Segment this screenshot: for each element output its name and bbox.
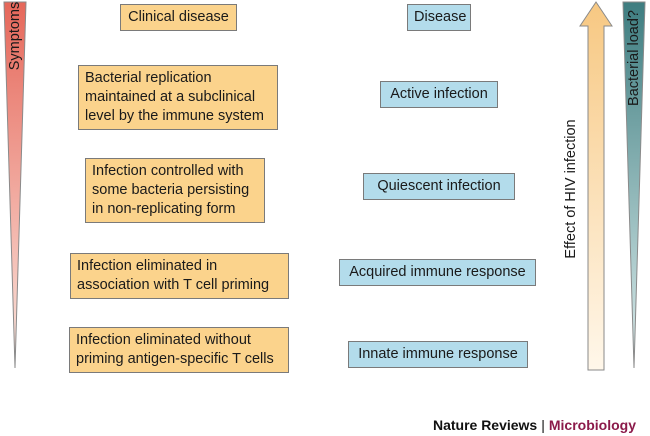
- journal-credit: Nature Reviews|Microbiology: [433, 417, 636, 433]
- clinical-disease-header: Clinical disease: [120, 4, 237, 31]
- right-box-quiescent-infection: Quiescent infection: [363, 173, 515, 200]
- right-box-acquired-immune-response: Acquired immune response: [339, 259, 536, 286]
- right-box-active-infection: Active infection: [380, 81, 498, 108]
- left-box-no-priming: Infection eliminated without priming ant…: [69, 327, 289, 373]
- journal-name: Nature Reviews: [432, 417, 538, 433]
- journal-section: Microbiology: [548, 417, 636, 433]
- bacterial-load-label: Bacterial load?: [626, 10, 642, 106]
- symptoms-wedge: [3, 1, 27, 369]
- hiv-effect-arrow: [579, 1, 613, 371]
- disease-header: Disease: [407, 4, 471, 31]
- left-box-subclinical: Bacterial replication maintained at a su…: [78, 65, 278, 130]
- journal-separator: |: [541, 417, 545, 433]
- hiv-effect-label: Effect of HIV infection: [563, 119, 579, 259]
- left-box-t-cell-priming: Infection eliminated in association with…: [70, 253, 289, 299]
- right-box-innate-immune-response: Innate immune response: [348, 341, 528, 368]
- symptoms-label: Symptoms: [7, 1, 23, 71]
- bacterial-load-wedge: [622, 1, 646, 369]
- left-box-persisting: Infection controlled with some bacteria …: [85, 158, 265, 223]
